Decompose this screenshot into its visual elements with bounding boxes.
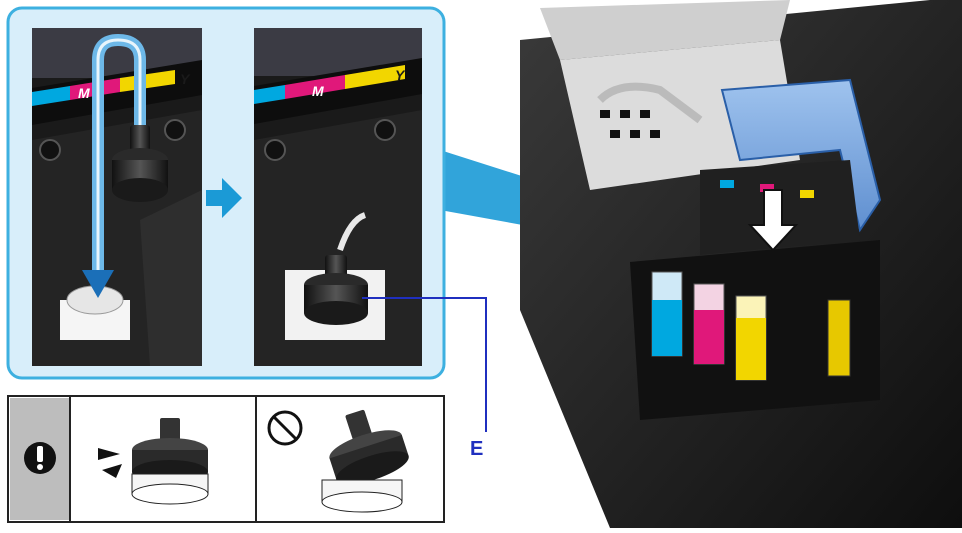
printer-down-arrow: [747, 189, 799, 252]
tank-label-m-after: M: [312, 83, 324, 99]
tank-label-y-before: Y: [180, 71, 191, 87]
ink-tank-magenta: [693, 283, 725, 365]
arrow-right-icon: [206, 178, 242, 218]
callout-line: [362, 297, 487, 432]
after-image: M Y: [254, 28, 422, 366]
incorrect-cap-example: [329, 409, 409, 484]
ink-tank-yellow: [735, 295, 767, 381]
printer: [520, 0, 962, 528]
callout-label-e: E: [470, 438, 484, 460]
correct-cap-example: [98, 418, 209, 505]
blue-cover: [720, 78, 882, 233]
tank-label-y-after: Y: [395, 67, 406, 83]
caution-box: [7, 395, 445, 523]
ink-tank-black-window: [827, 299, 851, 377]
tank-label-m-before: M: [78, 85, 90, 101]
ink-tank-cyan: [651, 271, 683, 357]
insert-arrow: [82, 270, 114, 298]
before-image: M Y: [32, 28, 202, 366]
step-panel: M Y: [6, 6, 446, 380]
exclamation-icon: [24, 442, 56, 474]
prohibited-icon: [267, 410, 303, 446]
